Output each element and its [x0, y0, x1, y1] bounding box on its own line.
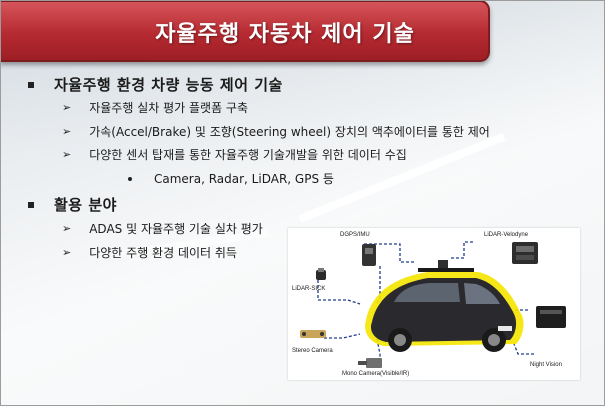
lidar-sick-label: LiDAR-SICK — [292, 286, 326, 292]
mono-camera-icon — [366, 358, 382, 368]
section1-subitem: Camera, Radar, LiDAR, GPS 등 — [128, 170, 334, 187]
section1-item-text: 가속(Accel/Brake) 및 조향(Steering wheel) 장치의… — [89, 125, 490, 139]
night-vision-icon — [536, 306, 566, 328]
lidar-velodyne-label: LiDAR-Velodyne — [484, 232, 529, 238]
section1-item: ➢ 다양한 센서 탑재를 통한 자율주행 기술개발을 위한 데이터 수집 — [62, 146, 407, 163]
section1-heading: 자율주행 환경 차량 능동 제어 기술 — [54, 76, 283, 94]
stereo-camera-label: Stereo Camera — [292, 348, 333, 354]
vehicle-sensor-diagram: DGPS/IMU LiDAR-Velodyne LiDAR-SICK Stere… — [288, 228, 580, 380]
section2-heading-row: 활용 분야 — [28, 194, 117, 215]
section1-item-text: 다양한 센서 탑재를 통한 자율주행 기술개발을 위한 데이터 수집 — [89, 148, 407, 162]
section1-item: ➢ 자율주행 실차 평가 플랫폼 구축 — [62, 99, 248, 116]
stereo-camera-icon — [300, 330, 326, 338]
arrow-bullet-icon: ➢ — [62, 246, 72, 259]
dgps-imu-icon — [362, 244, 376, 266]
arrow-bullet-icon: ➢ — [62, 222, 72, 235]
night-vision-label: Night Vision — [530, 362, 562, 368]
lidar-sick-icon — [316, 270, 326, 280]
arrow-bullet-icon: ➢ — [62, 148, 72, 161]
section2-item: ➢ 다양한 주행 환경 데이터 취득 — [62, 244, 237, 261]
page-title: 자율주행 자동차 제어 기술 — [155, 22, 415, 47]
title-banner: 자율주행 자동차 제어 기술 — [0, 0, 490, 62]
section1-subitem-text: Camera, Radar, LiDAR, GPS 등 — [154, 172, 334, 186]
section2-item-text: ADAS 및 자율주행 기술 실차 평가 — [89, 222, 263, 236]
lidar-velodyne-icon — [512, 242, 538, 264]
square-bullet-icon — [28, 81, 34, 88]
dot-bullet-icon — [128, 176, 132, 181]
section2-item: ➢ ADAS 및 자율주행 기술 실차 평가 — [62, 220, 263, 237]
section1-item-text: 자율주행 실차 평가 플랫폼 구축 — [89, 101, 248, 115]
section2-item-text: 다양한 주행 환경 데이터 취득 — [89, 246, 237, 260]
arrow-bullet-icon: ➢ — [62, 125, 72, 138]
arrow-bullet-icon: ➢ — [62, 101, 72, 114]
section1-item: ➢ 가속(Accel/Brake) 및 조향(Steering wheel) 장… — [62, 123, 490, 140]
square-bullet-icon — [28, 201, 34, 208]
dgps-imu-label: DGPS/IMU — [340, 232, 370, 238]
section2-heading: 활용 분야 — [54, 196, 117, 214]
mono-camera-label: Mono Camera(Visible/IR) — [342, 371, 410, 377]
section1-heading-row: 자율주행 환경 차량 능동 제어 기술 — [28, 74, 283, 95]
vehicle-illustration — [300, 241, 566, 368]
